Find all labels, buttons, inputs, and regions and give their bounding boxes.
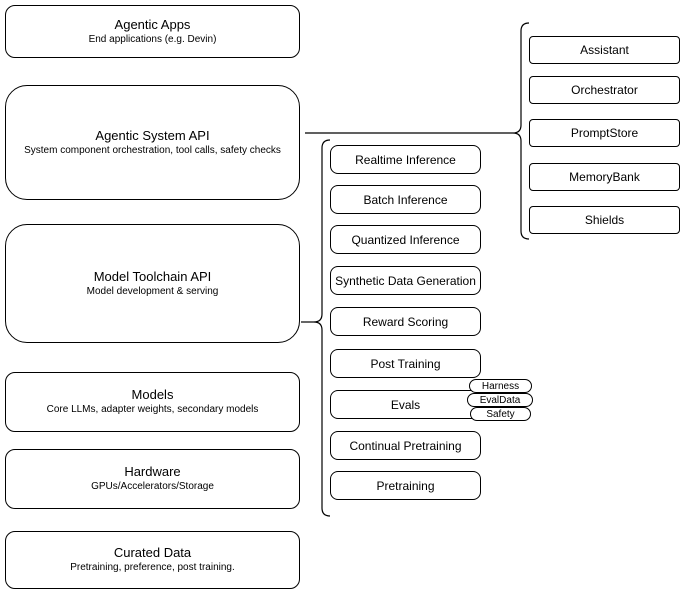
node-assistant: Assistant — [529, 36, 680, 64]
brace-system-components — [512, 22, 530, 240]
node-agentic-apps: Agentic Apps End applications (e.g. Devi… — [5, 5, 300, 58]
node-label: Evals — [390, 397, 421, 412]
node-subtitle: Model development & serving — [86, 285, 219, 297]
node-reward-scoring: Reward Scoring — [330, 307, 481, 336]
node-label: Assistant — [580, 43, 629, 57]
node-batch-inference: Batch Inference — [330, 185, 481, 214]
node-label: Realtime Inference — [355, 152, 456, 167]
tag-harness: Harness — [469, 379, 532, 393]
tag-safety: Safety — [470, 407, 531, 421]
node-label: Pretraining — [376, 478, 435, 493]
node-title: Agentic Apps — [114, 16, 191, 32]
node-models: Models Core LLMs, adapter weights, secon… — [5, 372, 300, 432]
node-evals: Evals — [330, 390, 481, 419]
node-promptstore: PromptStore — [529, 119, 680, 147]
node-curated-data: Curated Data Pretraining, preference, po… — [5, 531, 300, 589]
node-subtitle: GPUs/Accelerators/Storage — [91, 481, 214, 492]
brace-toolchain-components — [313, 139, 331, 517]
node-label: PromptStore — [570, 126, 639, 140]
node-hardware: Hardware GPUs/Accelerators/Storage — [5, 449, 300, 509]
node-agentic-system-api: Agentic System API System component orch… — [5, 85, 300, 200]
node-model-toolchain-api: Model Toolchain API Model development & … — [5, 224, 300, 343]
tag-label: Safety — [486, 408, 515, 420]
node-label: Continual Pretraining — [349, 438, 462, 453]
node-label: Batch Inference — [363, 192, 448, 207]
node-memorybank: MemoryBank — [529, 163, 680, 191]
node-title: Model Toolchain API — [93, 268, 212, 284]
node-title: Models — [131, 387, 174, 402]
node-synthetic-data-generation: Synthetic Data Generation — [330, 266, 481, 295]
tag-label: Harness — [481, 380, 520, 392]
node-continual-pretraining: Continual Pretraining — [330, 431, 481, 460]
node-title: Hardware — [124, 464, 181, 479]
node-title: Agentic System API — [95, 127, 210, 143]
node-post-training: Post Training — [330, 349, 481, 378]
node-subtitle: System component orchestration, tool cal… — [24, 144, 281, 156]
node-pretraining: Pretraining — [330, 471, 481, 500]
node-title: Curated Data — [113, 545, 192, 560]
node-label: Shields — [584, 213, 625, 227]
node-subtitle: Core LLMs, adapter weights, secondary mo… — [46, 404, 259, 415]
node-label: Quantized Inference — [351, 232, 460, 247]
node-subtitle: Pretraining, preference, post training. — [70, 562, 235, 573]
node-quantized-inference: Quantized Inference — [330, 225, 481, 254]
node-label: Reward Scoring — [362, 314, 449, 329]
node-realtime-inference: Realtime Inference — [330, 145, 481, 174]
node-label: Synthetic Data Generation — [335, 273, 476, 288]
node-subtitle: End applications (e.g. Devin) — [88, 33, 217, 45]
node-label: Post Training — [370, 356, 441, 371]
node-label: Orchestrator — [571, 83, 638, 97]
tag-label: EvalData — [479, 394, 521, 406]
tag-evaldata: EvalData — [467, 393, 533, 407]
node-shields: Shields — [529, 206, 680, 234]
node-orchestrator: Orchestrator — [529, 76, 680, 104]
node-label: MemoryBank — [569, 170, 640, 184]
